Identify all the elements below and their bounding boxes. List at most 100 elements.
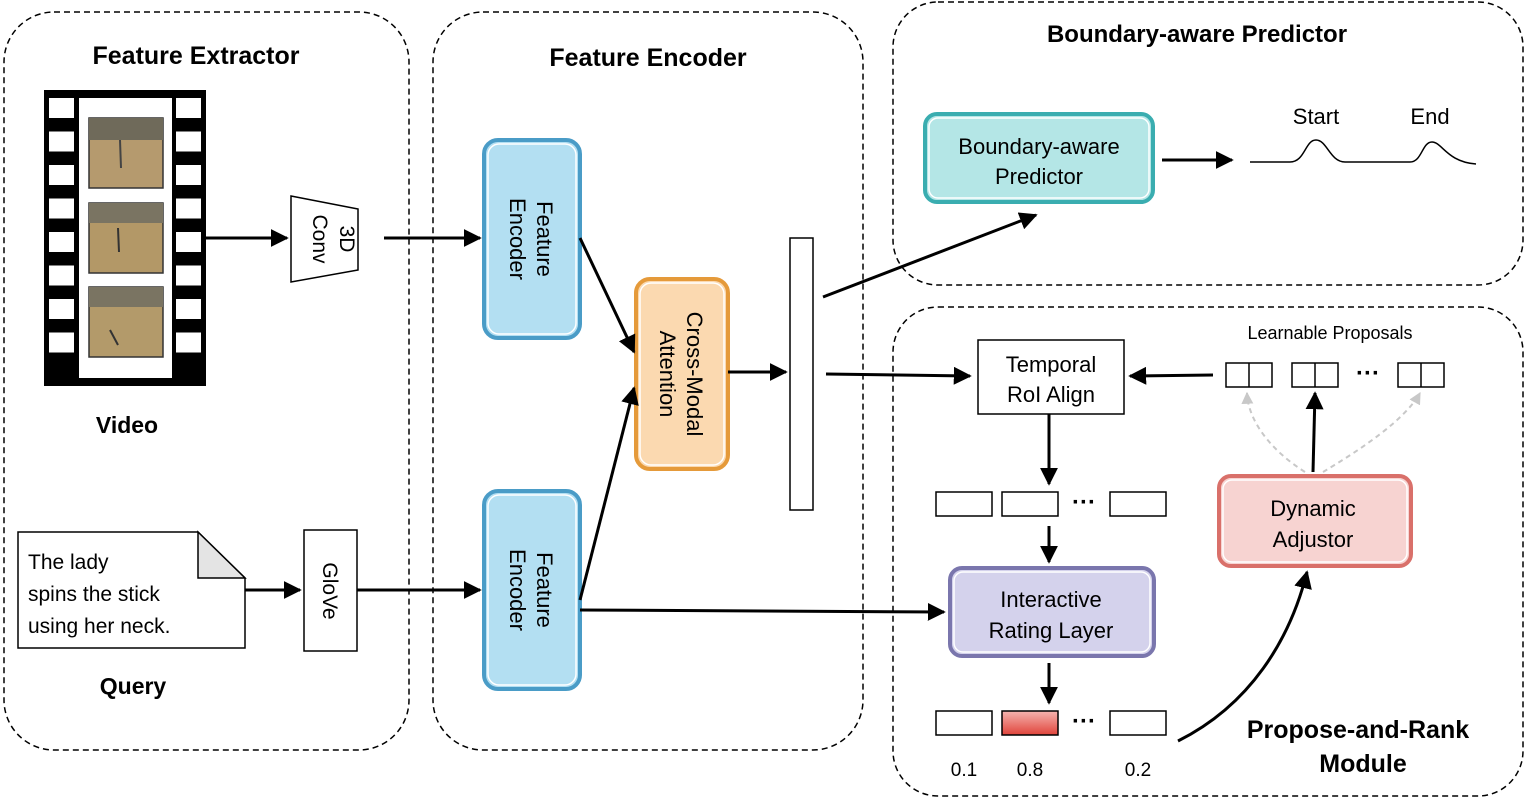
score-box-2-selected (1001, 710, 1059, 736)
3d-conv-label-line1: 3D (335, 226, 358, 253)
arrow-bar-to-predictor (822, 212, 1038, 299)
query-document (17, 531, 246, 649)
cross-modal-attention-inner (639, 282, 725, 466)
film-sprocket-hole (49, 299, 74, 319)
feature-extractor-panel (3, 11, 410, 751)
film-sprocket-hole (176, 131, 201, 152)
film-sprocket-hole (176, 265, 201, 286)
query-text-line3: using her neck. (28, 615, 170, 638)
interactive-rating-layer-inner (953, 571, 1151, 653)
interactive-rating-layer-box (948, 566, 1156, 658)
film-sprocket-hole (176, 299, 201, 319)
temporal-roi-align-line1: Temporal (1006, 352, 1096, 377)
arrow-query-encoder-to-rating (579, 602, 946, 621)
proposal-feature-3 (1109, 491, 1167, 517)
cross-modal-attention-line1: Cross-Modal (682, 312, 707, 437)
score-value-1: 0.1 (951, 760, 977, 781)
dynamic-adjustor-line1: Dynamic (1270, 496, 1356, 521)
film-sprocket-hole (49, 198, 74, 219)
temporal-roi-align-line2: RoI Align (1007, 382, 1095, 407)
dynamic-adjustor-box (1217, 474, 1413, 568)
film-sprocket-hole (49, 131, 74, 152)
boundary-predictor-panel (892, 1, 1524, 286)
cross-modal-attention-line2: Attention (655, 331, 680, 418)
score-box-1 (935, 710, 993, 736)
film-sprocket-hole (49, 332, 74, 353)
end-label: End (1410, 104, 1449, 129)
boundary-curve (1250, 139, 1477, 165)
film-sprocket-hole (176, 98, 201, 118)
proposal-feature-ellipsis: ··· (1072, 489, 1096, 516)
temporal-roi-align-box (977, 339, 1125, 415)
query-label: Query (100, 673, 167, 699)
boundary-predictor-title: Boundary-aware Predictor (1047, 21, 1347, 48)
film-sprocket-hole (176, 232, 201, 252)
video-feature-encoder-line1: Feature (532, 201, 557, 277)
proposal-feature-2 (1001, 491, 1059, 517)
start-label: Start (1293, 104, 1339, 129)
video-film-strip (44, 90, 206, 386)
dashed-arrow-to-proposal-3 (1322, 391, 1421, 473)
video-frame-2 (88, 202, 164, 274)
3d-conv-label-line2: Conv (308, 214, 331, 264)
arrow-scores-to-adjustor (1177, 570, 1312, 743)
learnable-proposal-1 (1225, 362, 1273, 388)
learnable-proposal-3 (1397, 362, 1445, 388)
video-feature-encoder-box (482, 138, 582, 340)
film-sprocket-hole (49, 265, 74, 286)
query-feature-encoder-line2: Encoder (505, 549, 530, 631)
fused-feature-bar (789, 237, 814, 511)
feature-extractor-title: Feature Extractor (92, 42, 299, 70)
arrow-video-encoder-to-attention (578, 237, 636, 354)
propose-rank-panel (892, 306, 1524, 797)
video-frame-1 (88, 117, 164, 189)
query-text-line2: spins the stick (28, 583, 160, 606)
score-ellipsis: ··· (1072, 708, 1096, 735)
arrow-adjustor-to-proposal (1305, 391, 1324, 473)
proposal-feature-1 (935, 491, 993, 517)
feature-encoder-title: Feature Encoder (549, 44, 747, 72)
query-feature-encoder-line1: Feature (532, 552, 557, 628)
propose-rank-title-line1: Propose-and-Rank (1247, 716, 1469, 744)
flow-arrows (206, 151, 1324, 743)
film-sprocket-hole (176, 332, 201, 353)
glove-label: GloVe (318, 562, 341, 619)
query-feature-encoder-inner (487, 494, 577, 686)
score-box-3 (1109, 710, 1167, 736)
arrow-proposals-to-roi (1128, 366, 1214, 385)
boundary-predictor-line1: Boundary-aware (958, 134, 1119, 159)
score-value-2: 0.8 (1017, 760, 1043, 781)
boundary-predictor-inner (928, 117, 1150, 199)
glove-block (303, 529, 358, 652)
video-frame-3 (88, 286, 164, 358)
film-sprocket-hole (176, 198, 201, 219)
propose-rank-title-line2: Module (1319, 750, 1407, 778)
dashed-arrow-to-proposal-1 (1241, 391, 1306, 473)
proposal-ellipsis: ··· (1356, 360, 1380, 387)
query-text-line1: The lady (28, 551, 109, 574)
query-feature-encoder-box (482, 489, 582, 691)
interactive-rating-line2: Rating Layer (989, 618, 1114, 643)
cross-modal-attention-box (634, 277, 730, 471)
video-feature-encoder-line2: Encoder (505, 198, 530, 280)
dynamic-adjustor-line2: Adjustor (1273, 527, 1354, 552)
video-label: Video (96, 412, 158, 438)
arrow-query-encoder-to-attention (578, 386, 639, 601)
boundary-predictor-line2: Predictor (995, 164, 1083, 189)
dashed-adjust-arrows (1241, 391, 1421, 473)
dynamic-adjustor-inner (1222, 479, 1408, 563)
video-feature-encoder-inner (487, 143, 577, 335)
film-sprocket-hole (49, 98, 74, 118)
arrow-bar-to-roi (825, 366, 972, 385)
interactive-rating-line1: Interactive (1000, 587, 1102, 612)
3d-conv-block (290, 195, 359, 283)
query-document-fold (197, 530, 247, 579)
film-sprocket-hole (49, 165, 74, 185)
feature-encoder-panel (432, 11, 864, 751)
boundary-predictor-box (923, 112, 1155, 204)
learnable-proposals-label: Learnable Proposals (1247, 323, 1412, 343)
film-sprocket-hole (49, 232, 74, 252)
film-sprocket-hole (176, 165, 201, 185)
